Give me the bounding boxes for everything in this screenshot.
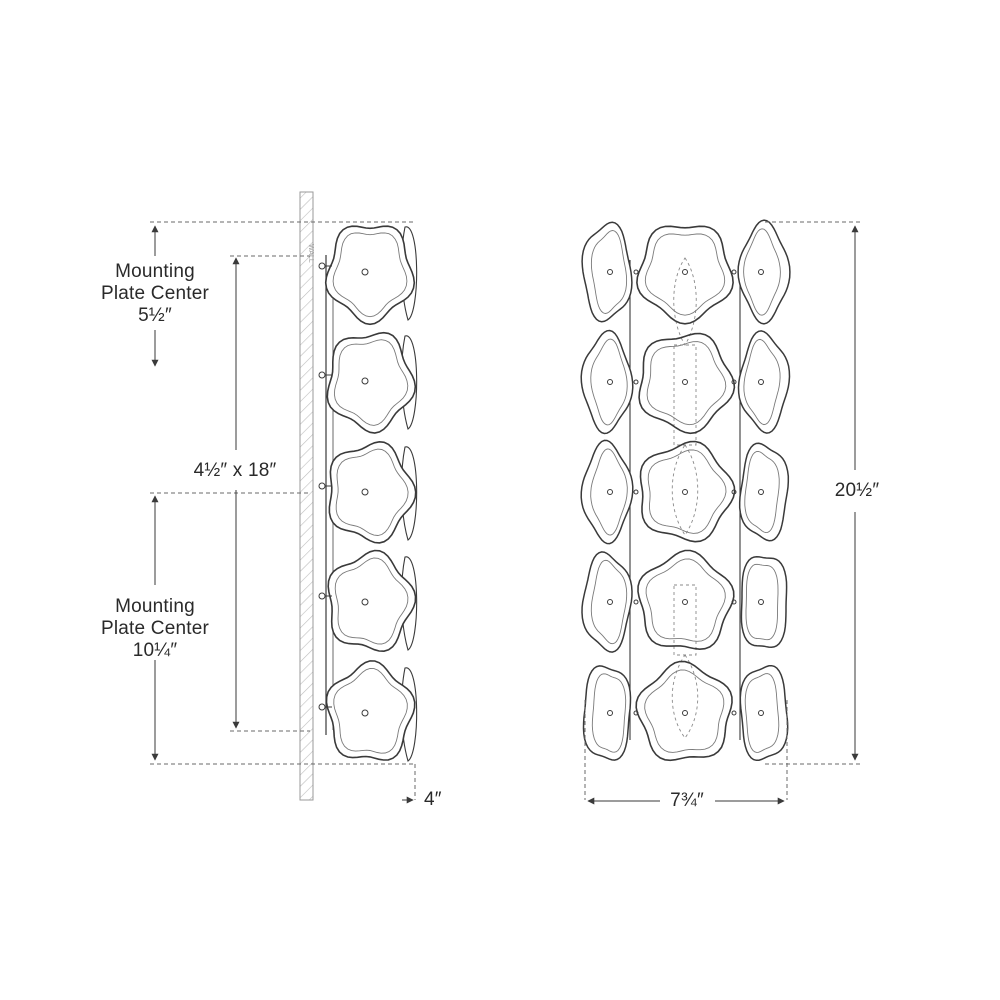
height-label: 20½″	[834, 480, 880, 501]
side-reference-lines	[150, 221, 416, 800]
mounting-plate-top-line2: Plate Center	[100, 283, 209, 304]
wall-label: WALL	[307, 244, 314, 263]
side-view: WALL	[150, 191, 418, 804]
hidden-lamp-outlines	[671, 257, 699, 739]
mounting-plate-bottom-line1: Mounting	[115, 596, 195, 617]
front-petal-row	[582, 660, 789, 762]
width-label: 7¾″	[670, 790, 704, 811]
side-dimension-lines	[151, 225, 414, 804]
mounting-plate-top-label: Mounting Plate Center 5½″	[95, 261, 215, 327]
front-petal-row	[580, 329, 791, 435]
mounting-plate-bottom-line2: Plate Center	[100, 618, 209, 639]
mounting-plate-bottom-label: Mounting Plate Center 10¼″	[95, 596, 215, 662]
wall-section	[299, 191, 314, 801]
side-petal	[318, 549, 418, 653]
mounting-plate-top-line1: Mounting	[115, 261, 195, 282]
front-dimension-lines	[587, 225, 859, 805]
front-view-petals	[580, 219, 791, 762]
front-petal-row	[580, 439, 790, 545]
front-petal-row	[581, 219, 791, 325]
front-view	[580, 219, 862, 805]
side-view-petals	[318, 225, 418, 762]
front-petal-row	[581, 549, 788, 653]
side-petal	[318, 660, 418, 762]
mounting-plate-top-value: 5½″	[138, 305, 172, 326]
side-petal	[318, 225, 418, 326]
front-reference-lines	[584, 221, 862, 800]
backplate-size-label: 4½″ x 18″	[193, 460, 277, 481]
side-petal	[318, 331, 418, 434]
mounting-plate-bottom-value: 10¼″	[132, 640, 178, 661]
side-petal	[318, 440, 418, 544]
depth-label: 4″	[424, 789, 442, 810]
